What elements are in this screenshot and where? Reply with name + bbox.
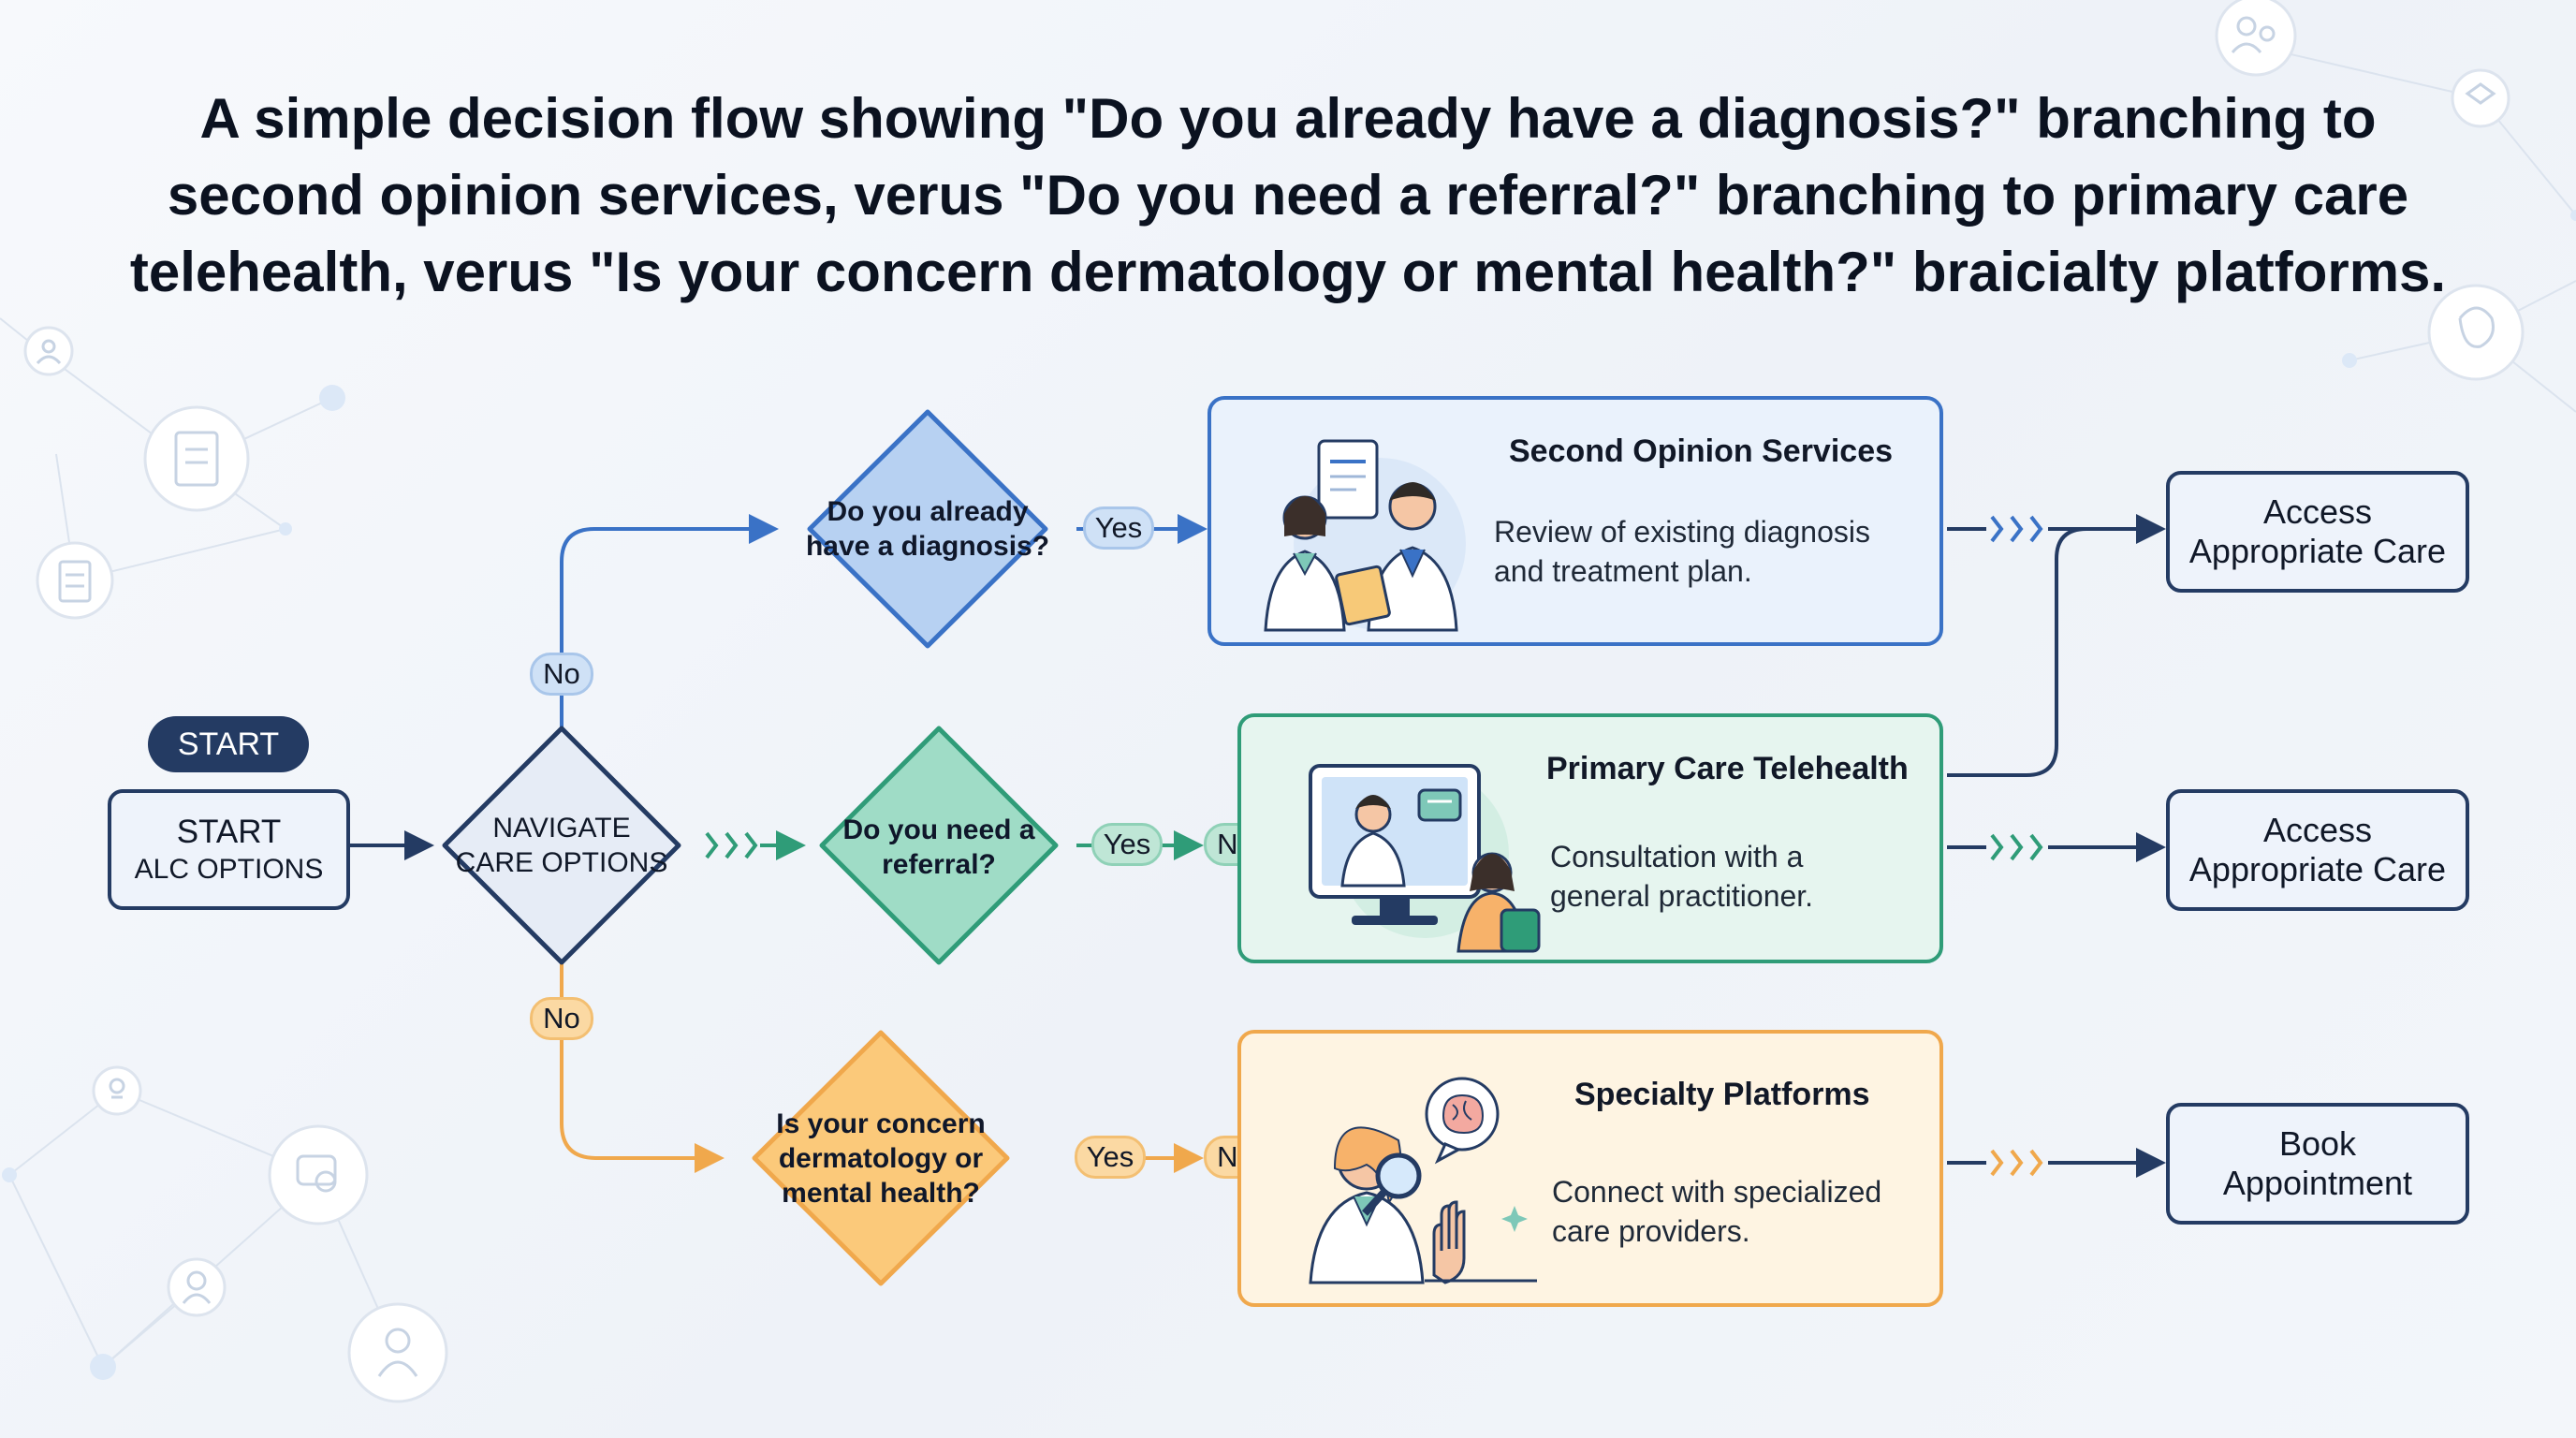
start-box-line-1: START — [176, 813, 282, 850]
primary-care-description: Consultation with a general practitioner… — [1550, 837, 1813, 916]
second-opinion-desc-line-1: Review of existing diagnosis — [1494, 515, 1870, 549]
referral-line-1: Do you need a — [842, 814, 1035, 845]
primary-care-card[interactable]: Primary Care Telehealth Consultation wit… — [1237, 713, 1943, 963]
yes-label-concern: Yes — [1075, 1136, 1146, 1179]
navigate-decision-diamond — [442, 726, 681, 965]
no-label-up: No — [530, 653, 593, 696]
no-label-down: No — [530, 997, 593, 1040]
doctors-consulting-illustration — [1264, 439, 1466, 632]
specialty-platforms-card[interactable]: Specialty Platforms Connect with special… — [1237, 1030, 1943, 1307]
access-care-button-middle[interactable]: Access Appropriate Care — [2166, 789, 2469, 911]
page-title: A simple decision flow showing "Do you a… — [75, 81, 2501, 311]
specialty-desc-line-1: Connect with specialized — [1552, 1175, 1882, 1209]
book-appointment-line-1: Book — [2278, 1124, 2357, 1163]
book-appointment-button[interactable]: Book Appointment — [2166, 1103, 2469, 1225]
chevrons-primary-to-outcome — [1947, 833, 2043, 861]
start-box-line-2: ALC OPTIONS — [134, 853, 324, 885]
chevrons-specialty-to-outcome — [1947, 1149, 2043, 1177]
title-line-2: second opinion services, verus "Do you n… — [167, 164, 2409, 227]
second-opinion-card[interactable]: Second Opinion Services Review of existi… — [1208, 396, 1943, 646]
second-opinion-desc-line-2: and treatment plan. — [1494, 554, 1752, 588]
title-line-1: A simple decision flow showing "Do you a… — [199, 87, 2377, 150]
access-care-middle-line-1: Access — [2262, 811, 2373, 849]
diagnosis-line-2: have a diagnosis? — [805, 531, 1050, 562]
concern-line-2: dermatology or — [778, 1142, 984, 1174]
concern-decision-diamond — [752, 1030, 1010, 1286]
telehealth-video-call-illustration — [1309, 764, 1541, 953]
specialty-desc-line-2: care providers. — [1552, 1214, 1750, 1248]
diagnosis-decision-diamond — [807, 409, 1048, 649]
concern-line-1: Is your concern — [776, 1108, 986, 1139]
navigate-line-2: CARE OPTIONS — [455, 847, 668, 878]
start-pill: START — [148, 716, 309, 772]
yes-label-diagnosis: Yes — [1083, 506, 1154, 550]
second-opinion-title: Second Opinion Services — [1509, 433, 1894, 469]
chevrons-navigate-to-referral — [705, 831, 758, 859]
referral-decision-diamond — [819, 726, 1059, 965]
referral-line-2: referral? — [882, 849, 996, 880]
second-opinion-description: Review of existing diagnosis and treatme… — [1494, 512, 1870, 591]
primary-care-desc-line-2: general practitioner. — [1550, 879, 1814, 913]
navigate-line-1: NAVIGATE — [492, 813, 631, 844]
title-line-3: telehealth, verus "Is your concern derma… — [129, 241, 2447, 303]
referral-decision-text[interactable]: Do you need a referral? — [817, 810, 1061, 885]
primary-care-title: Primary Care Telehealth — [1546, 751, 1909, 786]
primary-care-desc-line-1: Consultation with a — [1550, 840, 1804, 873]
connector-primary-to-top-access — [1947, 527, 2087, 777]
navigate-decision-text: NAVIGATE CARE OPTIONS — [440, 803, 683, 888]
concern-decision-text[interactable]: Is your concern dermatology or mental he… — [750, 1103, 1012, 1213]
access-care-top-line-2: Appropriate Care — [2188, 532, 2447, 570]
diagnosis-decision-text[interactable]: Do you already have a diagnosis? — [797, 492, 1059, 566]
specialist-brain-illustration — [1309, 1077, 1537, 1284]
specialty-platforms-title: Specialty Platforms — [1574, 1077, 1870, 1112]
access-care-top-line-1: Access — [2262, 492, 2373, 531]
specialty-platforms-description: Connect with specialized care providers. — [1552, 1172, 1881, 1251]
arrow-navigate-to-diagnosis — [560, 514, 779, 728]
chevrons-second-opinion-to-outcome — [1947, 515, 2043, 543]
access-care-button-top[interactable]: Access Appropriate Care — [2166, 471, 2469, 593]
yes-label-referral: Yes — [1091, 823, 1163, 866]
diagnosis-line-1: Do you already — [827, 496, 1029, 527]
start-box[interactable]: START ALC OPTIONS — [108, 789, 350, 910]
book-appointment-line-2: Appointment — [2222, 1164, 2413, 1202]
concern-line-3: mental health? — [782, 1177, 980, 1209]
start-pill-label: START — [177, 726, 280, 762]
access-care-middle-line-2: Appropriate Care — [2188, 850, 2447, 888]
arrow-navigate-to-concern — [560, 962, 724, 1173]
